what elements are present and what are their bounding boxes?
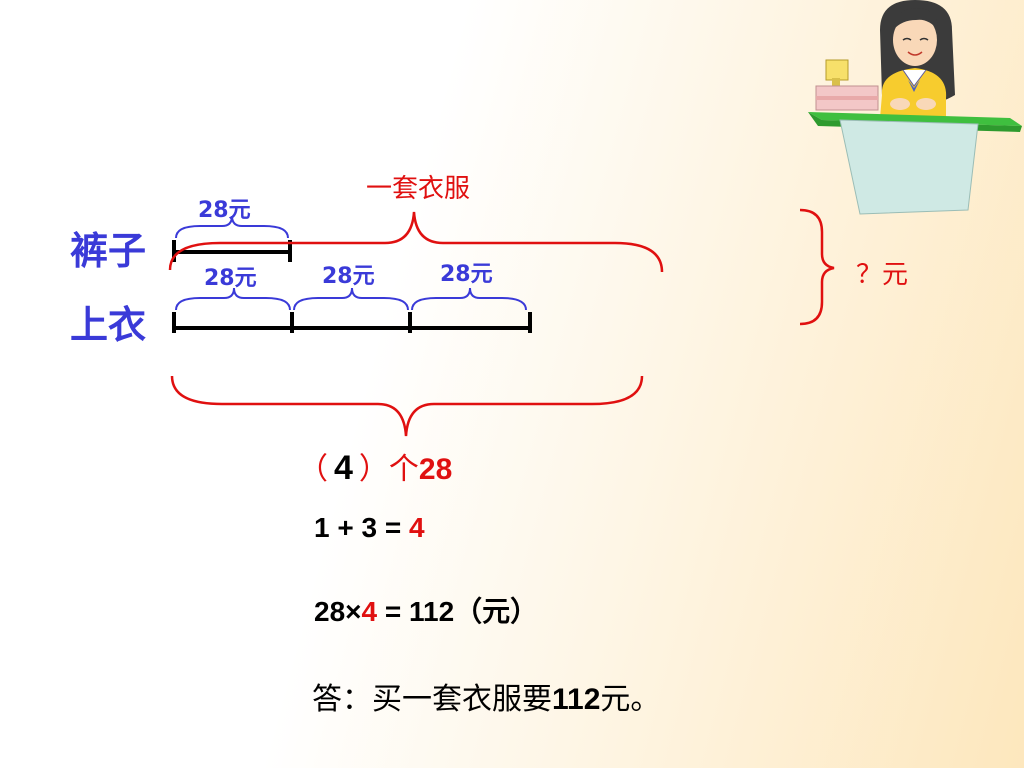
shirt-price-label-2: 28元 — [322, 264, 375, 289]
equation-1-result: 4 — [408, 512, 425, 543]
count-number: 28 — [418, 453, 453, 486]
counter-icon — [808, 112, 1022, 215]
answer-sentence: 答：买一套衣服要112元。 — [312, 674, 660, 718]
suit-brace — [168, 211, 664, 273]
equation-2-mid: 4 — [361, 596, 378, 627]
pants-price-brace — [175, 215, 289, 239]
equation-1-left: 1 + 3 = — [314, 512, 409, 543]
answer-suffix: 元。 — [600, 682, 661, 717]
equation-1: 1 + 3 = 4 — [314, 512, 425, 544]
shirt-price-brace-1 — [175, 287, 291, 311]
count-open-paren: （ — [298, 452, 328, 487]
shirt-price-label-3: 28元 — [440, 262, 493, 287]
equation-2-left: 28× — [314, 596, 362, 627]
count-close-paren: ） — [358, 452, 389, 487]
equation-2: 28×4 = 112（元） — [314, 590, 538, 630]
count-label: （4）个28 — [298, 444, 452, 488]
answer-number: 112 — [552, 683, 601, 716]
total-brace — [799, 208, 835, 326]
count-unit: 个 — [388, 452, 419, 487]
pants-price-label: 28元 — [198, 198, 251, 223]
count-value: 4 — [334, 449, 353, 487]
shirt-price-brace-2 — [293, 287, 409, 311]
answer-prefix: 答：买一套衣服要 — [312, 682, 552, 717]
cash-register-icon — [815, 59, 879, 111]
shirt-price-brace-3 — [411, 287, 527, 311]
shirt-label: 上衣 — [70, 303, 147, 347]
shirt-bar — [172, 312, 532, 333]
count-brace — [170, 375, 644, 437]
shirt-price-label-1: 28元 — [204, 266, 257, 291]
pants-label: 裤子 — [70, 229, 147, 273]
suit-label: 一套衣服 — [366, 174, 471, 204]
girl-cashier-icon — [880, 0, 955, 118]
total-label: ？元 — [856, 260, 909, 290]
equation-2-right: = 112（元） — [377, 596, 539, 627]
